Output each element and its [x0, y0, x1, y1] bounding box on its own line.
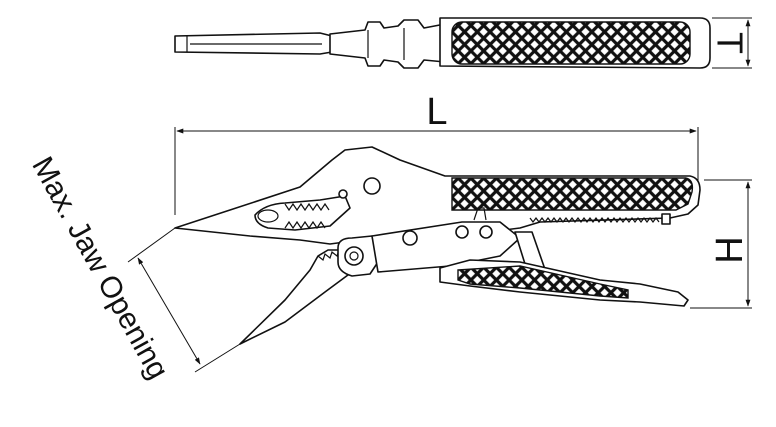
lower-grip-knurling	[457, 265, 629, 299]
pliers-top-view	[174, 17, 711, 69]
thickness-label: T	[710, 32, 751, 54]
upper-grip-knurling	[451, 177, 694, 211]
height-dimension: H	[690, 179, 752, 309]
pliers-side-view	[174, 146, 701, 345]
thickness-dimension: T	[710, 17, 752, 69]
jaw-opening-label: Max. Jaw Opening	[25, 151, 174, 384]
length-label: L	[426, 91, 447, 133]
jaw-opening-dimension: Max. Jaw Opening	[25, 151, 241, 385]
height-label: H	[709, 236, 751, 263]
top-grip-knurling	[451, 21, 691, 65]
length-dimension: L	[174, 91, 699, 215]
